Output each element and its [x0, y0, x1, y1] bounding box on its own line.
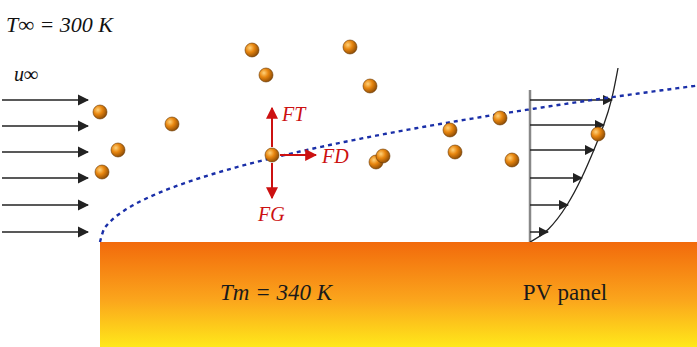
velocity-arrow [530, 124, 604, 126]
inflow-arrow [2, 204, 88, 206]
particle [343, 40, 357, 54]
particle [505, 153, 519, 167]
particle [165, 117, 179, 131]
velocity-arrow [530, 177, 582, 179]
velocity-profile [530, 68, 618, 242]
inflow-arrow [2, 99, 88, 101]
ambient-temperature: T∞ = 300 K [6, 14, 113, 36]
particle [95, 165, 109, 179]
pv-panel: Tm = 340 K PV panel [100, 242, 697, 347]
inflow-arrow [2, 231, 88, 233]
inflow-arrow [2, 177, 88, 179]
velocity-arrow [530, 149, 594, 151]
force-arrow [271, 108, 273, 147]
drag-force: FD [322, 146, 349, 166]
particle [259, 68, 273, 82]
force-arrow [280, 154, 316, 156]
particle [493, 111, 507, 125]
temperature-label: Tm = 340 K [220, 281, 332, 304]
boundary-layer-edge [100, 86, 696, 242]
particle [265, 148, 279, 162]
profile-station [529, 90, 532, 242]
velocity-arrow [530, 204, 568, 206]
particle [443, 123, 457, 137]
inflow-arrow [2, 151, 88, 153]
particle [376, 149, 390, 163]
particle [93, 105, 107, 119]
particle [591, 127, 605, 141]
inflow-arrow [2, 125, 88, 127]
particle [111, 143, 125, 157]
particle [363, 79, 377, 93]
panel-label: PV panel [523, 281, 608, 304]
illustration-layer [2, 40, 696, 242]
particle [448, 145, 462, 159]
thermophoretic-force: FT [282, 104, 305, 124]
force-arrow [271, 163, 273, 198]
freestream-velocity: u∞ [14, 64, 38, 84]
particle [245, 43, 259, 57]
gravity-force: FG [258, 204, 285, 224]
